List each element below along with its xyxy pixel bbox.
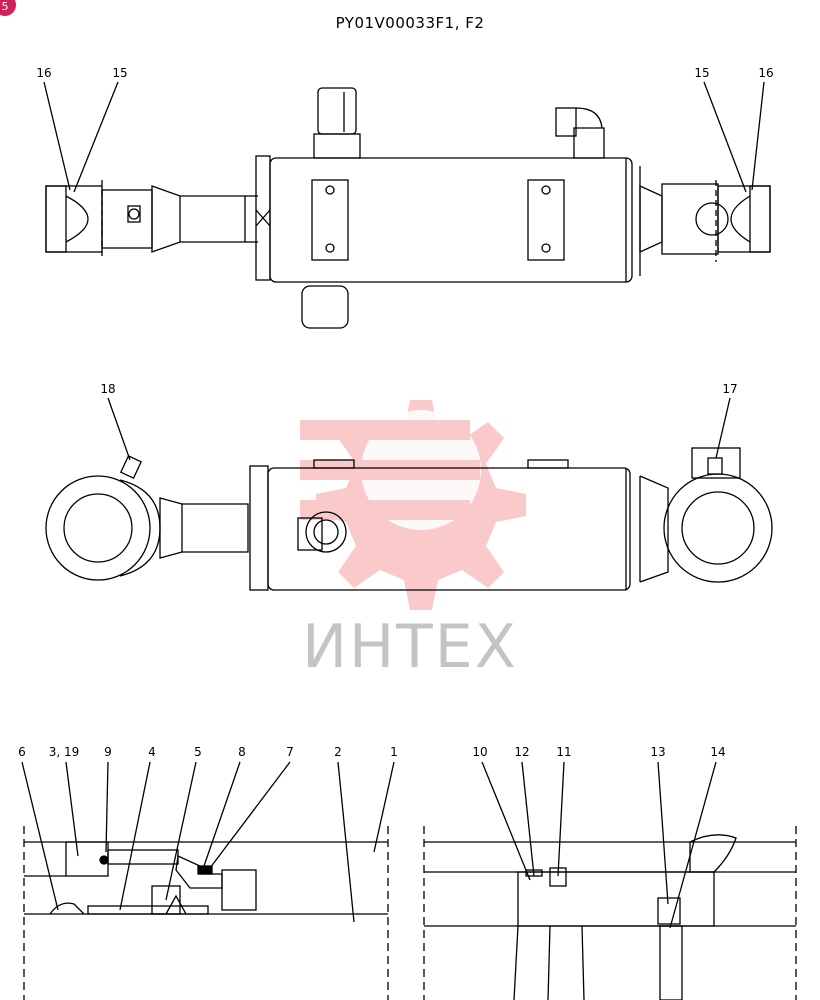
- callout-label: 7: [286, 745, 294, 759]
- callout-label: 6: [18, 745, 26, 759]
- callout-label: 15: [694, 66, 710, 80]
- watermark-text: ИНТЕХ: [302, 612, 518, 682]
- callout-label: 16: [758, 66, 774, 80]
- right-port: [573, 127, 605, 159]
- grease-nipple: [119, 455, 143, 479]
- callout-label: 11: [556, 745, 572, 759]
- top-port-elbow: [317, 87, 357, 135]
- callout-label: 10: [472, 745, 488, 759]
- callout-label: 12: [514, 745, 530, 759]
- section-right: [423, 761, 797, 1000]
- callout-label: 3, 19: [48, 745, 80, 759]
- grease-fitting: [128, 208, 140, 220]
- mount-left: [311, 179, 349, 261]
- piston-rod: [151, 185, 246, 253]
- section-left: [21, 761, 395, 1000]
- callout-label: 2: [334, 745, 342, 759]
- callout-label: 13: [650, 745, 666, 759]
- callout-label: 5: [194, 745, 202, 759]
- middle-view: [45, 397, 773, 591]
- right-eye-outer: [663, 473, 773, 583]
- left-bushing-curve: [65, 195, 89, 243]
- right-port-fitting: [555, 107, 577, 137]
- top-port-base: [313, 133, 361, 159]
- middle-gland: [249, 465, 269, 591]
- top-view: [43, 81, 771, 329]
- callout-label: 1: [390, 745, 398, 759]
- callout-label: 17: [722, 382, 738, 396]
- right-eye-body: [661, 183, 719, 255]
- callout-label: 8: [238, 745, 246, 759]
- mount-right: [527, 179, 565, 261]
- callout-label: 9: [104, 745, 112, 759]
- left-eye-body: [101, 189, 153, 249]
- callout-label: 14: [710, 745, 726, 759]
- middle-rod: [159, 497, 249, 559]
- callout-label: 4: [148, 745, 156, 759]
- callout-label: 16: [36, 66, 52, 80]
- cylinder-tube: [269, 157, 633, 283]
- watermark-gear: [300, 400, 526, 610]
- weld-bead: [689, 834, 737, 873]
- left-eye-inner: [63, 493, 133, 563]
- left-rod-end-block: [45, 185, 103, 253]
- right-eye-clamp: [691, 447, 741, 479]
- callout-label: 18: [100, 382, 116, 396]
- left-rod-end-cap: [45, 185, 67, 253]
- page-badge: 5: [0, 0, 16, 16]
- middle-tube: [267, 467, 631, 591]
- diagram-title: PY01V00033F1, F2: [335, 14, 485, 32]
- bottom-port: [301, 285, 349, 329]
- callout-label: 15: [112, 66, 128, 80]
- right-eye-inner: [681, 491, 755, 565]
- right-eye-hole: [695, 202, 729, 236]
- side-port: [305, 511, 347, 553]
- left-eye-outer: [45, 475, 151, 581]
- right-rod-end-block: [717, 185, 771, 253]
